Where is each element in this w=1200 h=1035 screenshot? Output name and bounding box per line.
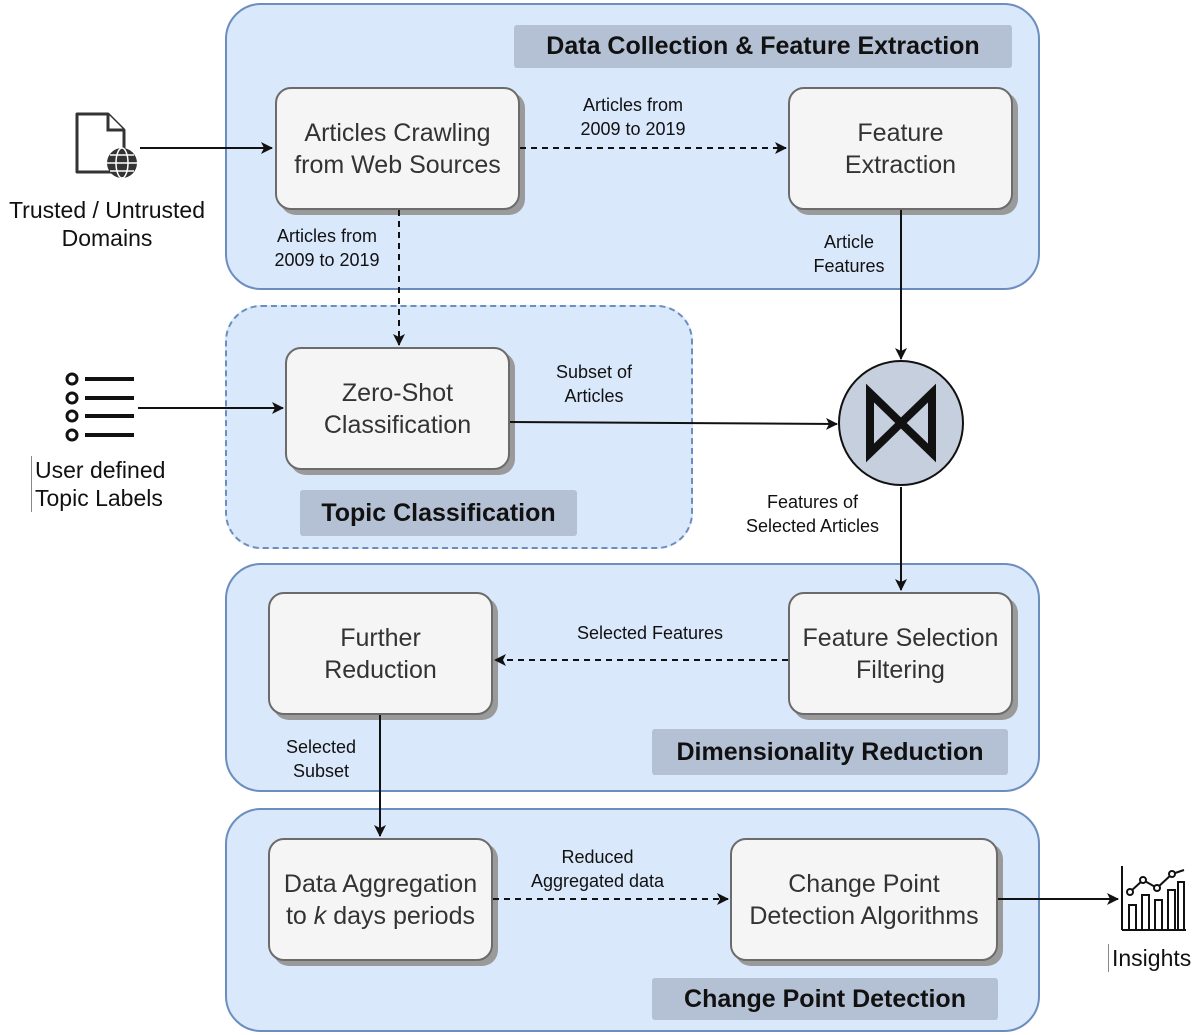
label-line: Features <box>813 256 885 276</box>
edge-label-selected-subset: Selected Subset <box>266 735 376 783</box>
node-text: to <box>285 901 314 930</box>
node-text: from Web Sources <box>294 150 501 179</box>
node-text: Classification <box>323 410 472 439</box>
edge-label-article-features: Article Features <box>799 230 899 278</box>
topic-labels-label: User defined Topic Labels <box>31 456 175 512</box>
k-variable: k <box>313 901 327 930</box>
edge-label-subset: Subset of Articles <box>539 360 649 408</box>
label-line: Reduced <box>561 847 634 867</box>
join-bowtie-icon <box>838 360 964 486</box>
label-line: Subset of <box>555 362 633 382</box>
node-text: Data Aggregation <box>283 869 478 898</box>
node-text-line2: to k days periods <box>284 900 477 932</box>
node-text: Filtering <box>856 655 945 684</box>
document-globe-icon <box>75 112 137 179</box>
node-text: Feature <box>857 118 944 147</box>
bullet-list-icon <box>65 372 134 442</box>
insights-label: Insights <box>1108 944 1200 972</box>
label-line: Articles <box>564 386 624 406</box>
data-aggregation-node[interactable]: Data Aggregation to k days periods <box>268 838 493 961</box>
node-text: Detection Algorithms <box>749 901 979 930</box>
domains-label: Trusted / Untrusted Domains <box>0 196 214 252</box>
label-line: Insights <box>1112 945 1192 971</box>
node-text: Articles Crawling <box>304 118 491 147</box>
edge-label-selected-features: Selected Features <box>555 621 745 645</box>
label-line: Subset <box>292 761 350 781</box>
topic-classification-title: Topic Classification <box>300 490 577 536</box>
label-line: Articles from <box>582 95 683 115</box>
node-text: Extraction <box>844 150 957 179</box>
edge-label-features-selected: Features of Selected Articles <box>725 490 900 538</box>
label-line: Trusted / Untrusted <box>8 197 205 223</box>
node-text: Zero-Shot <box>341 378 454 407</box>
label-line: Aggregated data <box>530 871 665 891</box>
articles-crawling-node[interactable]: Articles Crawling from Web Sources <box>275 87 520 210</box>
change-point-detection-title: Change Point Detection <box>652 978 998 1020</box>
node-text: Further <box>340 623 421 652</box>
label-line: Selected <box>285 737 357 757</box>
label-line: Features of <box>766 492 859 512</box>
label-line: 2009 to 2019 <box>580 119 686 139</box>
label-line: User defined <box>35 457 166 483</box>
label-line: Selected Features <box>576 623 724 643</box>
label-line: Articles from <box>276 226 377 246</box>
edge-label-reduced: Reduced Aggregated data <box>515 845 680 893</box>
node-text: Reduction <box>324 655 437 684</box>
label-line: Domains <box>61 225 153 251</box>
label-line: Topic Labels <box>35 485 163 511</box>
node-text: Feature Selection <box>802 623 999 652</box>
data-collection-title: Data Collection & Feature Extraction <box>514 25 1012 68</box>
label-line: 2009 to 2019 <box>274 250 380 270</box>
node-text: Change Point <box>788 869 940 898</box>
label-line: Article <box>823 232 874 252</box>
edge-zeroshot-to-join <box>509 417 838 430</box>
node-text: days periods <box>326 901 475 930</box>
label-line: Selected Articles <box>745 516 880 536</box>
edge-label-articles-down: Articles from 2009 to 2019 <box>257 224 397 272</box>
chart-insights-icon <box>1121 866 1186 931</box>
edge-label-articles-right: Articles from 2009 to 2019 <box>563 93 703 141</box>
dimensionality-reduction-title: Dimensionality Reduction <box>652 729 1008 775</box>
